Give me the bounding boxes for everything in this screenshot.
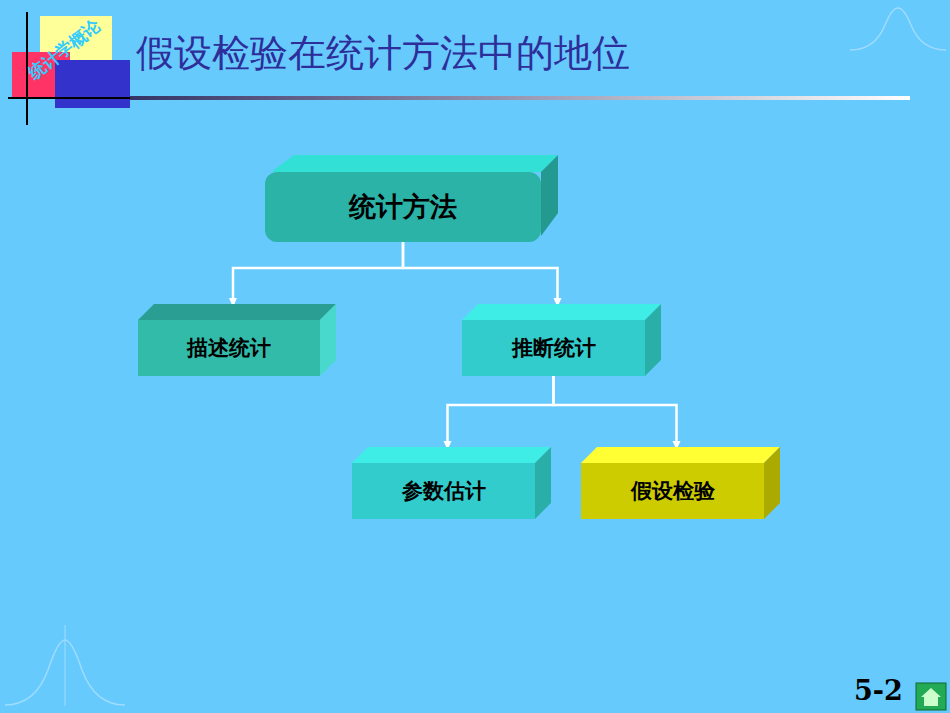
box-label: 假设检验 <box>581 463 764 519</box>
box-label: 推断统计 <box>462 320 645 376</box>
logo-square <box>55 60 130 108</box>
box-face <box>352 463 535 519</box>
slide-title: 假设检验在统计方法中的地位 <box>136 28 630 79</box>
box-face <box>581 463 764 519</box>
box-face <box>581 447 780 463</box>
box-face <box>764 447 780 519</box>
tree-connector <box>403 242 558 306</box>
home-icon <box>921 688 941 706</box>
tree-connector <box>233 242 403 306</box>
page-number: 5-2 <box>854 675 903 706</box>
bell-curve-watermark <box>850 8 946 50</box>
box-label: 参数估计 <box>352 463 535 519</box>
box-face <box>138 304 336 320</box>
tree-connector <box>448 376 554 449</box>
box-face <box>535 447 551 519</box>
box-face <box>320 304 336 376</box>
method-box: 参数估计 <box>352 447 551 519</box>
box-face <box>138 320 320 376</box>
box-face <box>462 304 661 320</box>
box-face <box>541 155 558 236</box>
box-face <box>462 320 645 376</box>
box-face <box>271 155 558 172</box>
title-rule <box>130 96 910 100</box>
root-box: 统计方法 <box>265 155 558 242</box>
tree-connector <box>554 376 677 449</box>
highlight-box: 假设检验 <box>581 447 780 519</box>
bell-curve-watermark <box>65 625 66 706</box>
category-box: 推断统计 <box>462 304 661 376</box>
logo-line <box>8 97 130 99</box>
category-box: 描述统计 <box>138 304 336 376</box>
box-face <box>265 172 541 242</box>
box-face <box>645 304 661 376</box>
home-button <box>916 683 946 710</box>
box-face <box>352 447 551 463</box>
box-label: 统计方法 <box>265 172 541 242</box>
box-label: 描述统计 <box>138 320 320 376</box>
